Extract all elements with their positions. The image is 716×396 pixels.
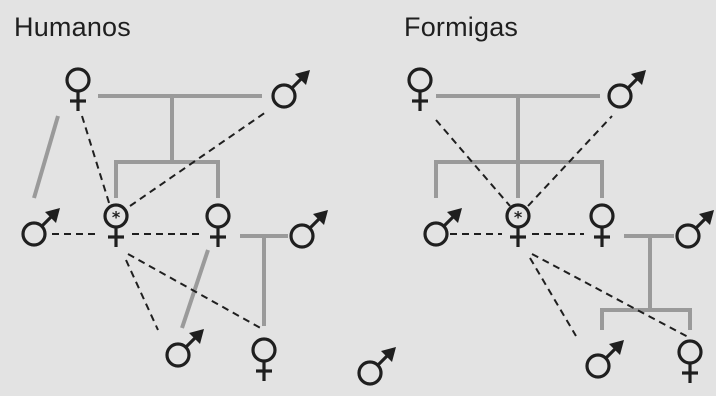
male-icon-father bbox=[271, 68, 312, 109]
humans-panel bbox=[21, 67, 330, 383]
ants-panel bbox=[407, 67, 716, 385]
focal-female-icon-ant bbox=[505, 203, 531, 249]
male-icon-standalone bbox=[357, 345, 398, 386]
focal-female-icon bbox=[103, 203, 129, 249]
ants-relatedness-dashes bbox=[435, 115, 691, 339]
humans-kinship-lines bbox=[32, 94, 288, 329]
male-icon-brother bbox=[21, 206, 62, 247]
male-icon-sister-mate bbox=[289, 208, 330, 249]
female-icon-ant-daughter bbox=[677, 339, 703, 385]
female-icon-daughter bbox=[251, 337, 277, 383]
female-icon-ant-sister bbox=[589, 203, 615, 249]
male-icon-ant-sister-mate bbox=[675, 208, 716, 249]
male-icon-drone-father bbox=[607, 68, 648, 109]
humans-relatedness-dashes bbox=[52, 111, 267, 331]
panel-title-humans: Humanos bbox=[14, 12, 131, 42]
female-icon-queen bbox=[407, 67, 433, 113]
panel-title-ants: Formigas bbox=[404, 12, 519, 42]
male-icon-drone-brother bbox=[423, 206, 464, 247]
female-icon-mother bbox=[65, 67, 91, 113]
male-icon-ant-son bbox=[585, 338, 626, 379]
male-icon-son bbox=[165, 327, 206, 368]
ants-kinship-lines bbox=[434, 94, 692, 330]
female-icon-sister bbox=[205, 203, 231, 249]
